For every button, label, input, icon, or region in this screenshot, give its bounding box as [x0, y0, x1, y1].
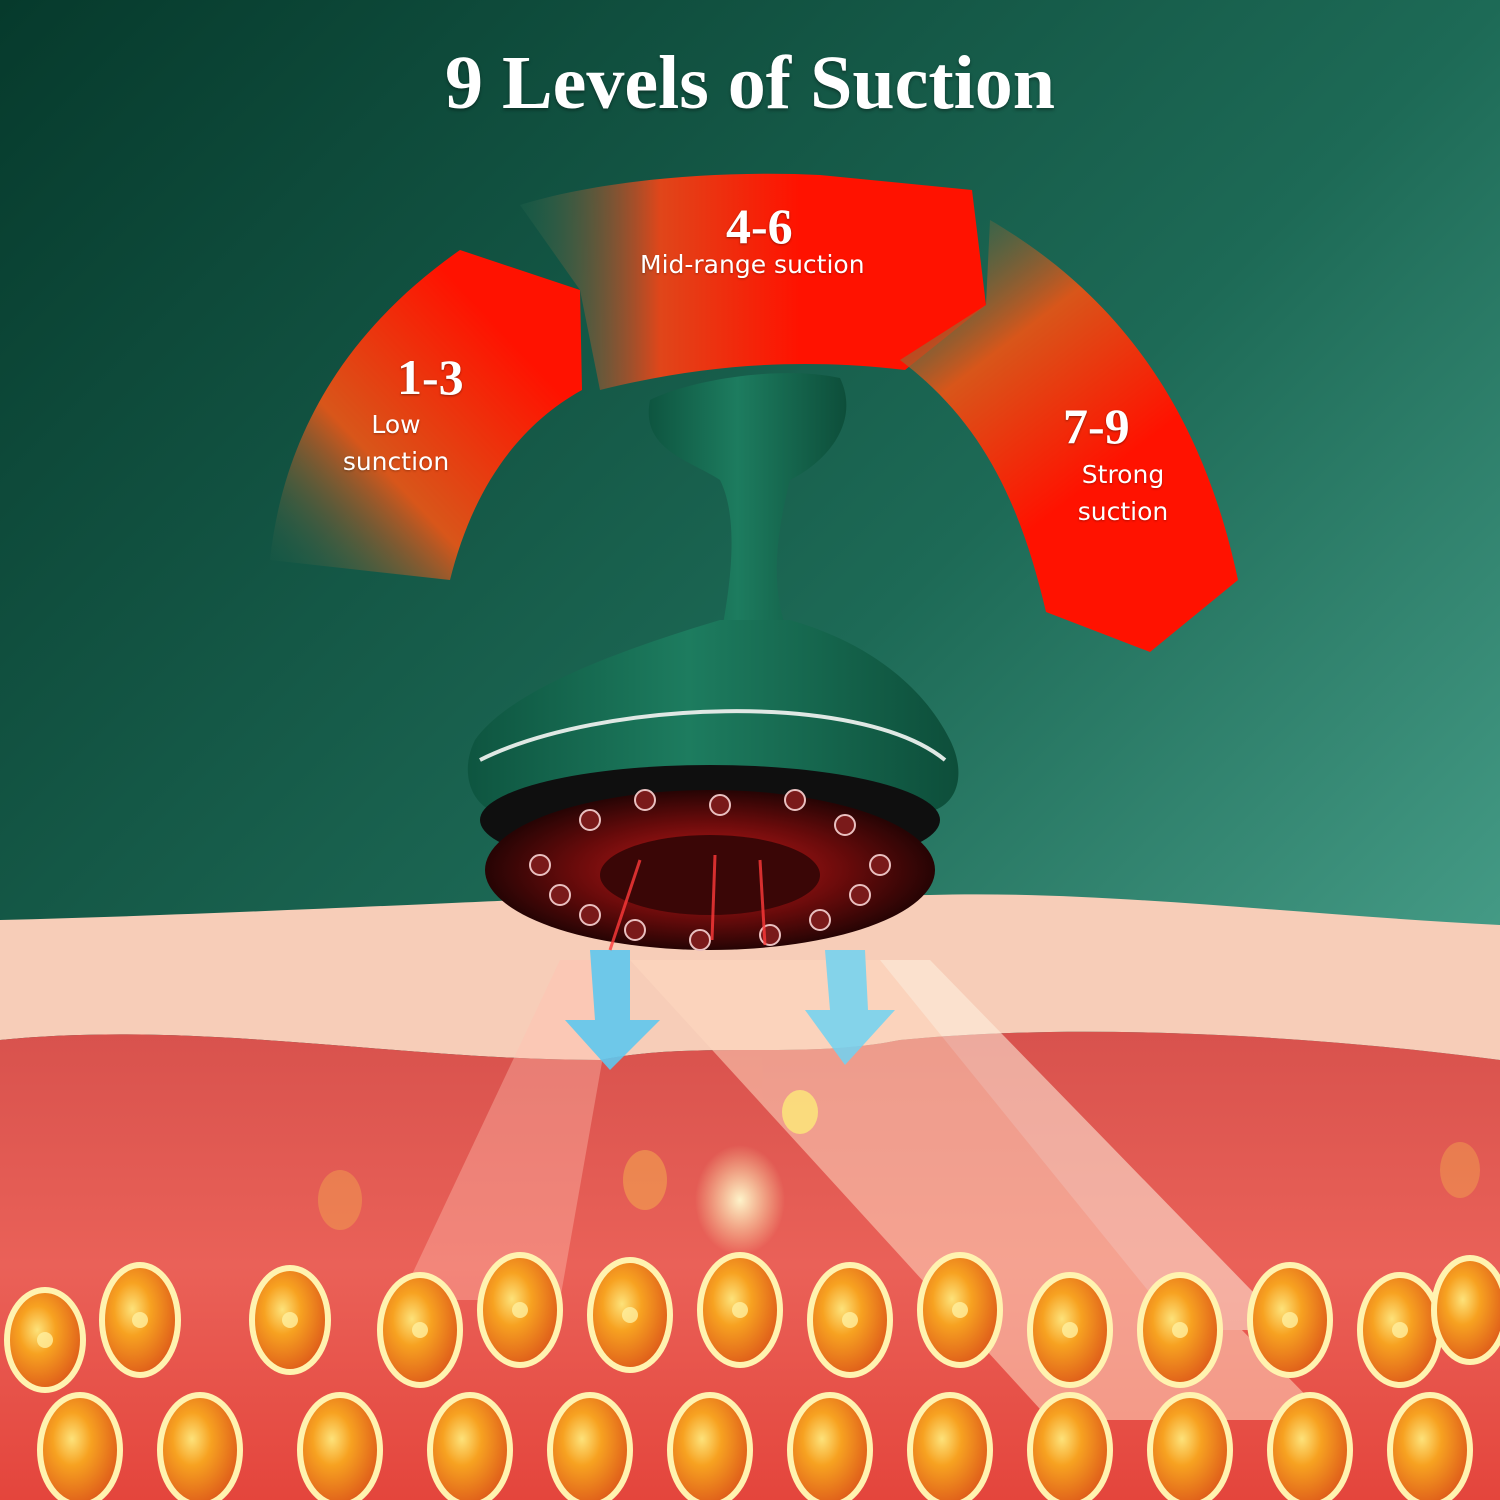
- fat-cell-layer: [4, 1252, 1500, 1500]
- glow-cell: [695, 1145, 785, 1255]
- page-title: 9 Levels of Suction: [444, 41, 1056, 125]
- led-beads: [529, 789, 891, 951]
- device-trim: [479, 709, 947, 762]
- level-low-range: 1-3: [397, 349, 464, 405]
- arrow-down-left-icon: [565, 950, 660, 1070]
- device-body: [467, 620, 959, 810]
- level-strong-range: 7-9: [1063, 398, 1130, 454]
- level-strong-label-line2: suction: [1077, 497, 1169, 526]
- arrow-down-right-icon: [805, 950, 895, 1065]
- level-strong-label: Strong suction: [1073, 456, 1173, 530]
- level-segment-mid: [520, 173, 986, 390]
- level-mid-label: Mid-range suction: [640, 250, 865, 279]
- level-segment-low: [270, 250, 582, 580]
- level-low-label-line2: sunction: [342, 447, 450, 476]
- level-low-label: Low sunction: [338, 406, 454, 480]
- level-low-label-line1: Low: [371, 410, 421, 439]
- level-mid-range: 4-6: [726, 198, 793, 254]
- massager-device: [467, 373, 959, 951]
- device-handle: [648, 373, 847, 640]
- level-segment-strong: [900, 220, 1238, 652]
- suction-arrows: [565, 950, 895, 1070]
- level-strong-label-line1: Strong: [1081, 460, 1165, 489]
